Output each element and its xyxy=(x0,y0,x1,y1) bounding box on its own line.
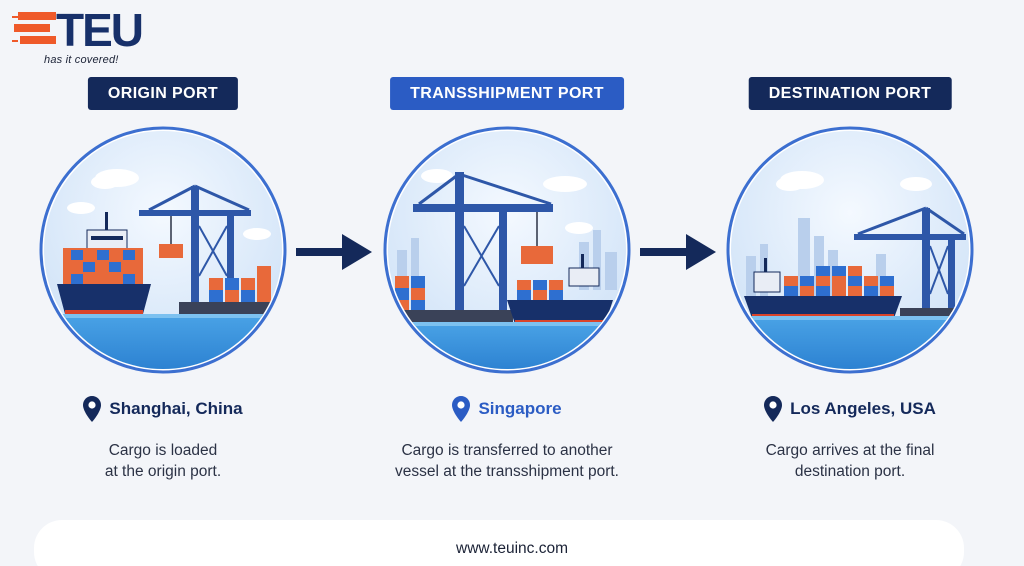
location-destination: Los Angeles, USA xyxy=(700,396,1000,422)
arrow-right-icon xyxy=(640,234,716,270)
brand-logo: TEU has it covered! xyxy=(12,4,162,70)
stage-label-origin: ORIGIN PORT xyxy=(87,77,239,110)
description-destination: Cargo arrives at the final destination p… xyxy=(700,440,1000,482)
description-line: vessel at the transshipment port. xyxy=(394,463,619,480)
origin-port-illustration xyxy=(39,126,287,374)
stage-destination: DESTINATION PORT xyxy=(700,0,1000,480)
brand-name: TEU xyxy=(56,4,144,56)
brand-tagline: has it covered! xyxy=(44,54,119,66)
description-origin: Cargo is loaded at the origin port. xyxy=(13,440,313,482)
location-origin: Shanghai, China xyxy=(13,396,313,422)
description-line: at the origin port. xyxy=(104,463,222,480)
description-line: Cargo is loaded xyxy=(108,442,218,459)
footer-bar xyxy=(34,520,964,566)
stage-label-destination: DESTINATION PORT xyxy=(748,77,952,110)
arrow-right-icon xyxy=(296,234,372,270)
destination-port-illustration xyxy=(726,126,974,374)
location-name-origin: Shanghai, China xyxy=(109,399,243,418)
stage-label-transshipment: TRANSSHIPMENT PORT xyxy=(390,77,624,110)
description-line: destination port. xyxy=(794,463,906,480)
location-pin-icon xyxy=(83,396,102,422)
website-link[interactable]: www.teuinc.com xyxy=(456,540,568,557)
teu-speed-mark-icon xyxy=(12,12,56,44)
location-name-transshipment: Singapore xyxy=(478,399,562,418)
location-pin-icon xyxy=(764,396,783,422)
description-transshipment: Cargo is transferred to another vessel a… xyxy=(357,440,657,482)
description-line: Cargo is transferred to another xyxy=(401,442,613,459)
stage-transshipment: TRANSSHIPMENT PORT xyxy=(357,0,657,480)
location-transshipment: Singapore xyxy=(357,396,657,422)
description-line: Cargo arrives at the final xyxy=(765,442,935,459)
location-pin-icon xyxy=(452,396,471,422)
stage-origin: ORIGIN PORT xyxy=(13,0,313,480)
transshipment-port-illustration xyxy=(383,126,631,374)
location-name-destination: Los Angeles, USA xyxy=(790,399,936,418)
